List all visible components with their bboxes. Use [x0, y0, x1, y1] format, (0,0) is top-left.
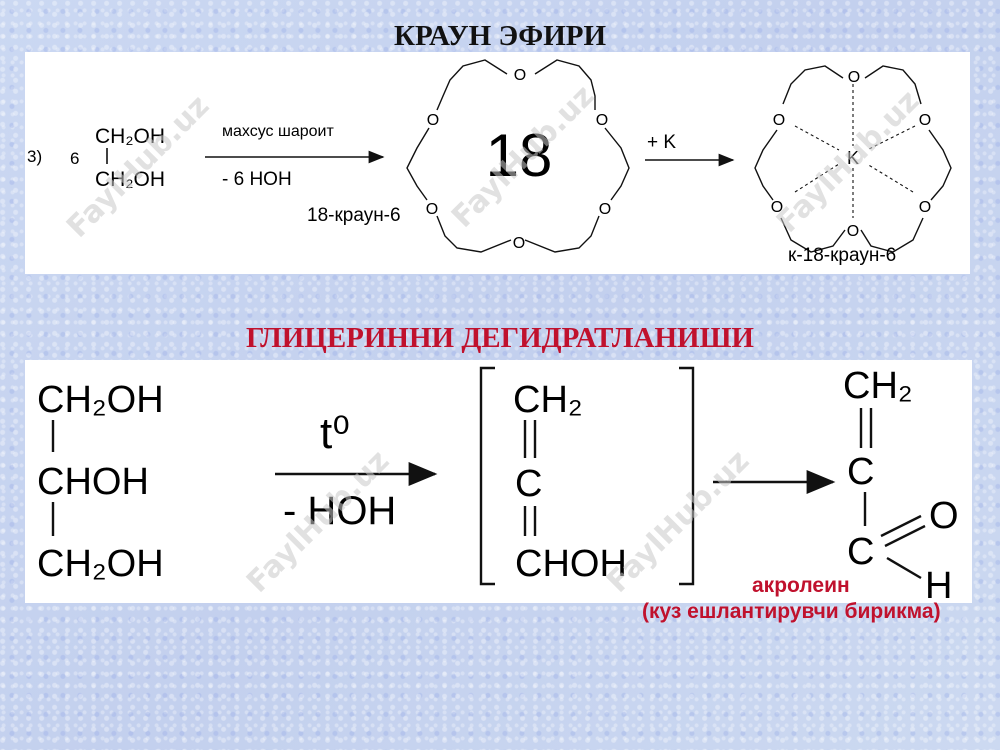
step-label: 3) [27, 147, 42, 166]
oxygen-atom: O [513, 235, 525, 252]
oxygen-atom: O [427, 112, 439, 129]
oxygen-atom: O [771, 199, 783, 216]
crown-ring [406, 59, 630, 253]
oxygen-atom: O [773, 112, 785, 129]
potassium-atom: K [847, 148, 859, 168]
glycerin-title: ГЛИЦЕРИННИ ДЕГИДРАТЛАНИШИ [246, 322, 754, 354]
bond-line [884, 524, 926, 548]
oxygen-atom: O [599, 201, 611, 218]
complex-oxygens: O O O O O O [771, 69, 931, 240]
acrolein-label: акролеин [752, 574, 850, 597]
condition-top: махсус шароит [222, 123, 334, 140]
condition-bottom: - 6 НОН [222, 169, 292, 190]
product-name: 18-краун-6 [307, 205, 401, 226]
crown-ether-title: КРАУН ЭФИРИ [393, 20, 607, 52]
reactant-top: CH₂OH [95, 125, 165, 148]
acrolein-hydrogen: H [925, 565, 952, 603]
bond-line [880, 514, 922, 538]
oxygen-atom: O [847, 223, 859, 240]
coordination-bonds [794, 84, 916, 218]
crown-complex-ring [754, 65, 952, 253]
ring-oxygens: O O O O O O [426, 67, 611, 252]
acrolein-structure: CH₂ C C O H [843, 365, 959, 603]
oxygen-atom: O [514, 67, 526, 84]
glycerin-scheme: CH₂OH CHOH CH₂OH t⁰ - HOH CH₂ C CHOH [37, 365, 959, 603]
intermediate-structure: CH₂ C CHOH [513, 379, 627, 585]
oxygen-atom: O [919, 112, 931, 129]
reactant-bottom: CH₂OH [95, 168, 165, 191]
acrolein-oxygen: O [929, 495, 959, 537]
oxygen-atom: O [426, 201, 438, 218]
glycerin-row-1: CH₂OH [37, 379, 164, 421]
intermediate-ch2: CH₂ [513, 379, 583, 421]
ring-size-label: 18 [486, 122, 553, 189]
acrolein-note: (куз ешлантирувчи бирикма) [642, 600, 941, 623]
acrolein-c2: C [847, 531, 874, 573]
bond-line [886, 556, 922, 580]
intermediate-choh: CHOH [515, 543, 627, 585]
glycerin-panel: CH₂OH CHOH CH₂OH t⁰ - HOH CH₂ C CHOH [25, 360, 972, 603]
reagent-label: + K [647, 132, 676, 153]
glycerin-row-2: CHOH [37, 461, 149, 503]
oxygen-atom: O [596, 112, 608, 129]
crown-ether-scheme: 3) 6 CH₂OH CH₂OH махсус шароит - 6 НОН O… [27, 59, 952, 266]
crown-ether-panel: 3) 6 CH₂OH CH₂OH махсус шароит - 6 НОН O… [25, 52, 970, 274]
oxygen-atom: O [848, 69, 860, 86]
acrolein-c1: C [847, 451, 874, 493]
complex-name: к-18-краун-6 [788, 245, 896, 266]
glycerin-structure: CH₂OH CHOH CH₂OH [37, 379, 164, 585]
oxygen-atom: O [919, 199, 931, 216]
temperature-condition: t⁰ [320, 409, 350, 458]
intermediate-brackets [479, 366, 695, 586]
glycerin-row-3: CH₂OH [37, 543, 164, 585]
acrolein-ch2: CH₂ [843, 365, 913, 407]
intermediate-c: C [515, 463, 542, 505]
water-loss-condition: - HOH [283, 489, 396, 533]
coefficient: 6 [70, 149, 79, 168]
